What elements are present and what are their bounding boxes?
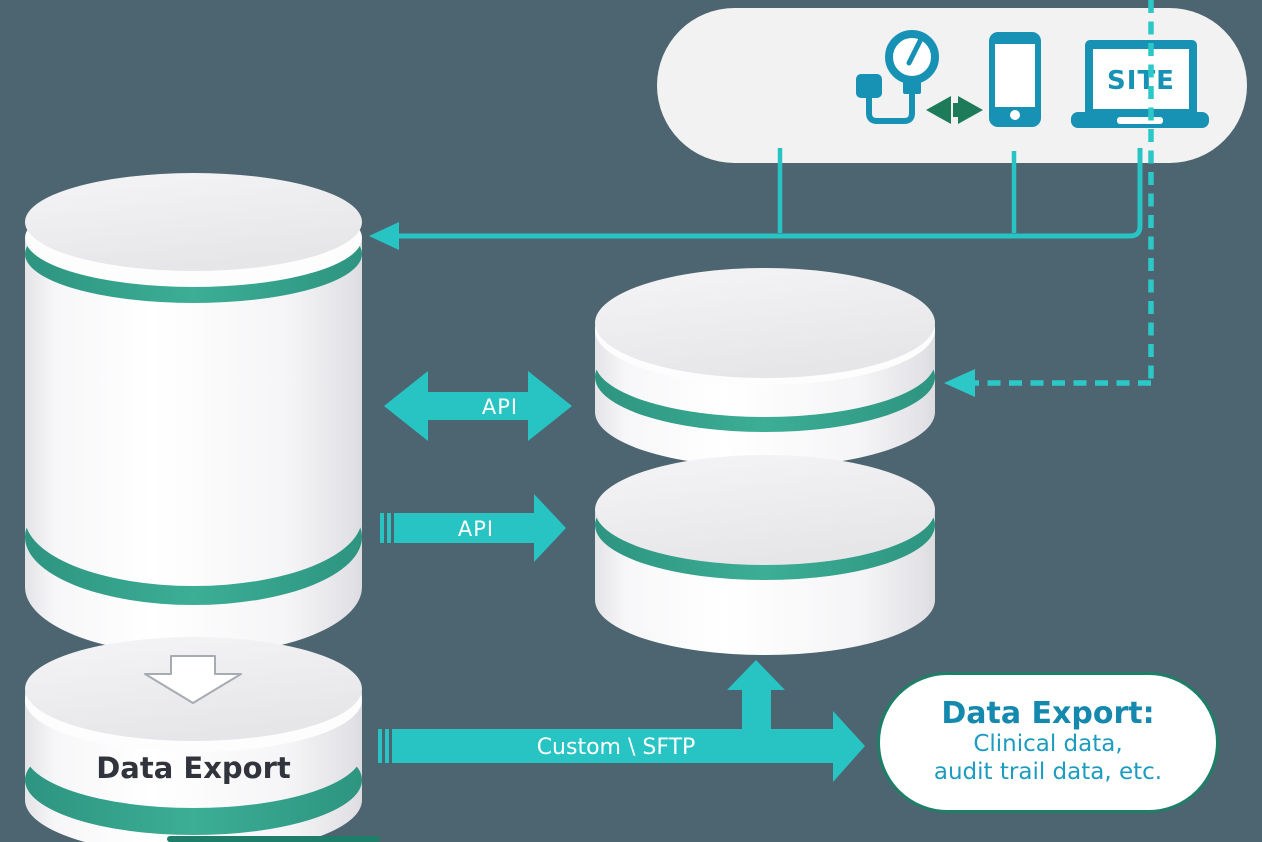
callout-line-2: audit trail data, etc. [933, 759, 1163, 785]
smartphone-icon [989, 32, 1041, 127]
laptop-icon: SITE [1071, 40, 1209, 128]
site-to-main-connector [369, 148, 1143, 250]
callout-title: Data Export: [941, 696, 1155, 731]
clipped-ring-strip [167, 836, 380, 842]
custom-sftp-label: Custom \ SFTP [537, 735, 696, 760]
export-cylinder-label: Data Export [96, 751, 291, 785]
main-database-cylinder [25, 173, 362, 655]
data-export-callout: Data Export: Clinical data, audit trail … [877, 672, 1219, 813]
gauge-icon [856, 30, 939, 124]
callout-line-1: Clinical data, [973, 731, 1123, 757]
study-database-disk-top [595, 268, 935, 467]
transfer-arrows-icon [926, 96, 983, 124]
down-arrow [144, 655, 242, 704]
study-database-disk-bottom [595, 455, 935, 655]
site-label: SITE [1107, 66, 1175, 96]
site-to-study-dashed-connector [944, 0, 1154, 397]
api-one-way-arrow: API [380, 494, 566, 562]
api-bidirectional-label: API [482, 395, 518, 419]
api-bidirectional-arrow: API [384, 371, 572, 441]
custom-sftp-arrow: Custom \ SFTP [378, 660, 865, 782]
dashed-arrowhead [944, 369, 975, 397]
left-arrowhead [369, 222, 399, 250]
api-one-way-label: API [458, 517, 494, 541]
